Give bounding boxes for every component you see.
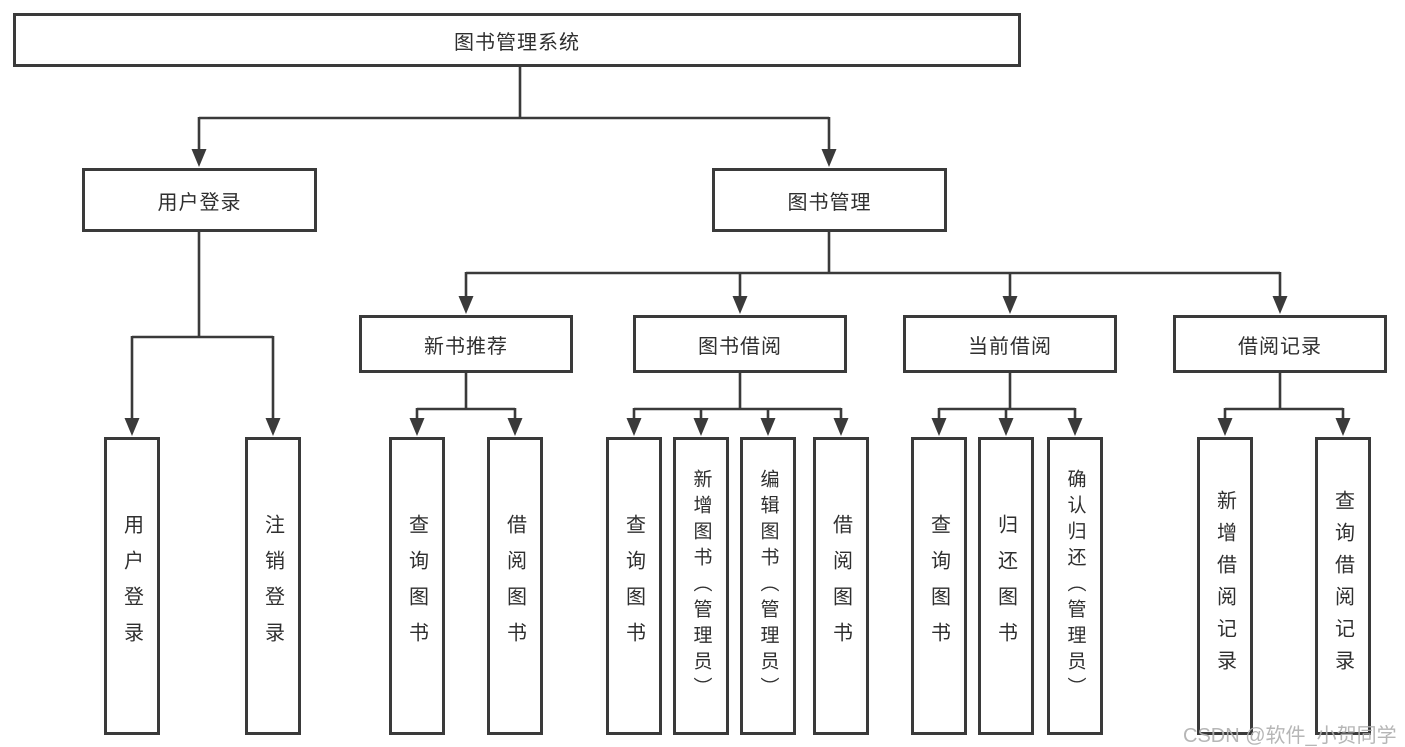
- node-label: 用户登录: [157, 191, 242, 214]
- node-label: 查询借阅记录: [1331, 490, 1354, 682]
- leaf-user-login: 用户登录: [104, 437, 160, 735]
- leaf-query-books-current: 查询图书: [911, 437, 967, 735]
- node-label: 图书管理系统: [454, 31, 580, 54]
- node-label: 借阅图书: [503, 514, 526, 658]
- node-label: 新增图书（管理员）: [690, 469, 712, 703]
- node-label: 新书推荐: [424, 335, 508, 358]
- leaf-query-books-borrowing: 查询图书: [606, 437, 662, 735]
- arrowheads: [124, 149, 1351, 436]
- leaf-borrow-books-recommend: 借阅图书: [487, 437, 543, 735]
- node-borrow-records: 借阅记录: [1173, 315, 1387, 373]
- node-label: 借阅图书: [829, 514, 852, 658]
- node-new-book-recommend: 新书推荐: [359, 315, 573, 373]
- leaf-query-books-recommend: 查询图书: [389, 437, 445, 735]
- leaf-borrow-books-borrowing: 借阅图书: [813, 437, 869, 735]
- node-label: 借阅记录: [1238, 335, 1322, 358]
- node-label: 查询图书: [622, 514, 645, 658]
- node-book-borrowing: 图书借阅: [633, 315, 847, 373]
- node-label: 用户登录: [120, 514, 143, 658]
- node-label: 归还图书: [994, 514, 1017, 658]
- node-label: 编辑图书（管理员）: [757, 469, 779, 703]
- leaf-add-book-admin: 新增图书（管理员）: [673, 437, 729, 735]
- node-label: 注销登录: [261, 514, 284, 658]
- leaf-confirm-return-admin: 确认归还（管理员）: [1047, 437, 1103, 735]
- leaf-edit-book-admin: 编辑图书（管理员）: [740, 437, 796, 735]
- node-label: 查询图书: [405, 514, 428, 658]
- node-label: 查询图书: [927, 514, 950, 658]
- csdn-watermark: CSDN @软件_小贺同学: [1183, 725, 1397, 747]
- node-user-login: 用户登录: [82, 168, 317, 232]
- node-label: 图书借阅: [698, 335, 782, 358]
- node-root: 图书管理系统: [13, 13, 1021, 67]
- leaf-query-borrow-record: 查询借阅记录: [1315, 437, 1371, 735]
- node-label: 图书管理: [787, 191, 872, 214]
- node-label: 新增借阅记录: [1213, 490, 1236, 682]
- node-label: 当前借阅: [968, 335, 1052, 358]
- node-label: 确认归还（管理员）: [1064, 469, 1086, 703]
- leaf-return-book: 归还图书: [978, 437, 1034, 735]
- node-current-borrowing: 当前借阅: [903, 315, 1117, 373]
- leaf-logout: 注销登录: [245, 437, 301, 735]
- node-book-management: 图书管理: [712, 168, 947, 232]
- leaf-add-borrow-record: 新增借阅记录: [1197, 437, 1253, 735]
